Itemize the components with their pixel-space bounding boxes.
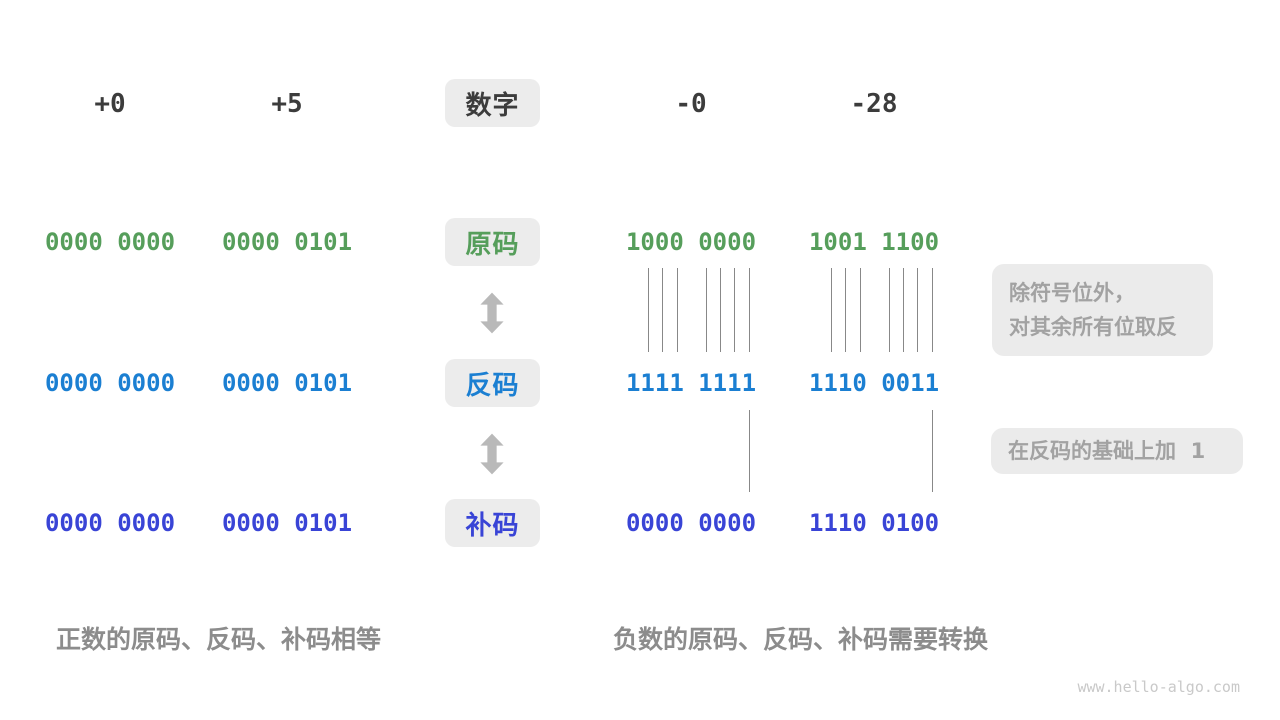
bit-mapping-line [676, 268, 678, 352]
watermark-url: www.hello-algo.com [1077, 678, 1240, 696]
label-ones-complement-text: 反码 [465, 370, 520, 401]
header-value-plus0: +0 [94, 89, 126, 119]
sign-magnitude-plus5: 0000 0101 [221, 228, 353, 256]
label-number-text: 数字 [465, 90, 520, 121]
bit-mapping-line [917, 268, 919, 352]
label-twos-complement-text: 补码 [465, 510, 520, 541]
sign-magnitude-minus0: 1000 0000 [625, 228, 757, 256]
ones-complement-minus28: 1110 0011 [808, 369, 940, 397]
annotation-invert-line1: 除符号位外， [1009, 281, 1135, 305]
bit-mapping-line [748, 410, 750, 492]
label-ones-complement: 反码 [445, 359, 540, 407]
twos-complement-minus28: 1110 0100 [808, 509, 940, 537]
bit-mapping-line [830, 268, 832, 352]
header-value-minus0: -0 [675, 89, 707, 119]
header-value-plus5: +5 [271, 89, 303, 119]
ones-complement-plus5: 0000 0101 [221, 369, 353, 397]
bit-mapping-line [734, 268, 736, 352]
label-sign-magnitude-text: 原码 [465, 229, 520, 260]
annotation-add-one: 在反码的基础上加 1 [991, 428, 1243, 474]
label-number: 数字 [445, 79, 540, 127]
twos-complement-minus0: 0000 0000 [625, 509, 757, 537]
updown-arrow-icon [480, 292, 504, 334]
bit-mapping-line [888, 268, 890, 352]
bit-mapping-line [902, 268, 904, 352]
bit-mapping-line [845, 268, 847, 352]
caption-negative-numbers: 负数的原码、反码、补码需要转换 [613, 625, 989, 654]
bit-mapping-line [859, 268, 861, 352]
sign-magnitude-plus0: 0000 0000 [44, 228, 176, 256]
ones-complement-plus0: 0000 0000 [44, 369, 176, 397]
updown-arrow-icon [480, 433, 504, 475]
bit-mapping-line [931, 268, 933, 352]
bit-mapping-line [647, 268, 649, 352]
header-value-minus28: -28 [850, 89, 898, 119]
twos-complement-plus5: 0000 0101 [221, 509, 353, 537]
label-twos-complement: 补码 [445, 499, 540, 547]
bit-mapping-line [662, 268, 664, 352]
bit-mapping-line [748, 268, 750, 352]
annotation-invert-bits: 除符号位外， 对其余所有位取反 [992, 264, 1213, 356]
bit-mapping-line [719, 268, 721, 352]
annotation-invert-line2: 对其余所有位取反 [1009, 315, 1177, 339]
label-sign-magnitude: 原码 [445, 218, 540, 266]
annotation-add-one-text: 在反码的基础上加 1 [1008, 439, 1206, 463]
sign-magnitude-minus28: 1001 1100 [808, 228, 940, 256]
caption-positive-numbers: 正数的原码、反码、补码相等 [56, 625, 382, 654]
bit-mapping-line [705, 268, 707, 352]
bit-mapping-line [931, 410, 933, 492]
twos-complement-plus0: 0000 0000 [44, 509, 176, 537]
ones-complement-minus0: 1111 1111 [625, 369, 757, 397]
